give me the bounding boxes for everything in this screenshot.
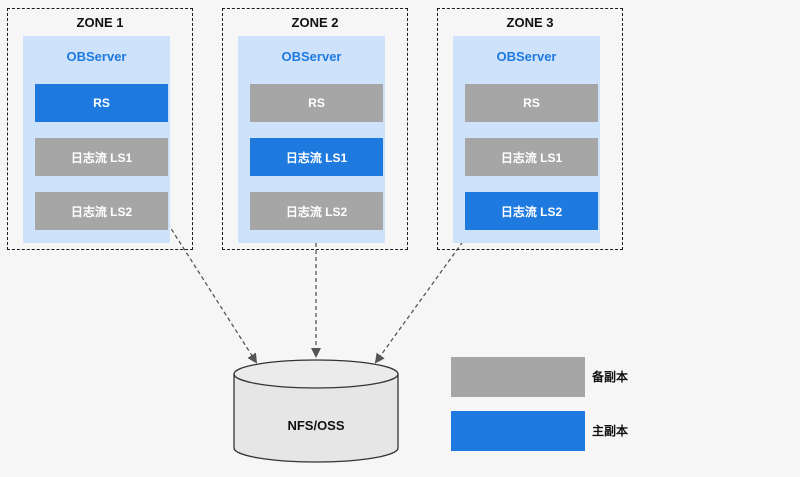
legend-label-backup: 备副本	[592, 370, 629, 384]
arrow-zone3-to-storage	[374, 167, 517, 364]
replica-ls1: 日志流 LS1	[250, 138, 383, 176]
replica-ls2: 日志流 LS2	[35, 192, 168, 230]
observer-node: OBServer RS 日志流 LS1 日志流 LS2	[238, 36, 385, 243]
storage-label: NFS/OSS	[287, 418, 345, 433]
replica-rs: RS	[35, 84, 168, 122]
legend-label-primary: 主副本	[592, 424, 629, 438]
observer-title: OBServer	[281, 49, 342, 64]
zone-3: ZONE 3 OBServer RS 日志流 LS1 日志流 LS2	[437, 8, 623, 250]
replica-ls2: 日志流 LS2	[250, 192, 383, 230]
replica-ls1: 日志流 LS1	[35, 138, 168, 176]
zone-title: ZONE 2	[291, 15, 339, 30]
replica-ls2: 日志流 LS2	[465, 192, 598, 230]
replica-rs: RS	[465, 84, 598, 122]
observer-title: OBServer	[496, 49, 557, 64]
storage-cylinder	[233, 359, 399, 463]
observer-node: OBServer RS 日志流 LS1 日志流 LS2	[453, 36, 600, 243]
zone-title: ZONE 1	[76, 15, 124, 30]
observer-title: OBServer	[66, 49, 127, 64]
legend-swatch-primary	[451, 411, 585, 451]
replica-ls1: 日志流 LS1	[465, 138, 598, 176]
zone-2: ZONE 2 OBServer RS 日志流 LS1 日志流 LS2	[222, 8, 408, 250]
zone-1: ZONE 1 OBServer RS 日志流 LS1 日志流 LS2	[7, 8, 193, 250]
observer-node: OBServer RS 日志流 LS1 日志流 LS2	[23, 36, 170, 243]
zone-title: ZONE 3	[506, 15, 554, 30]
legend-swatch-backup	[451, 357, 585, 397]
replica-rs: RS	[250, 84, 383, 122]
